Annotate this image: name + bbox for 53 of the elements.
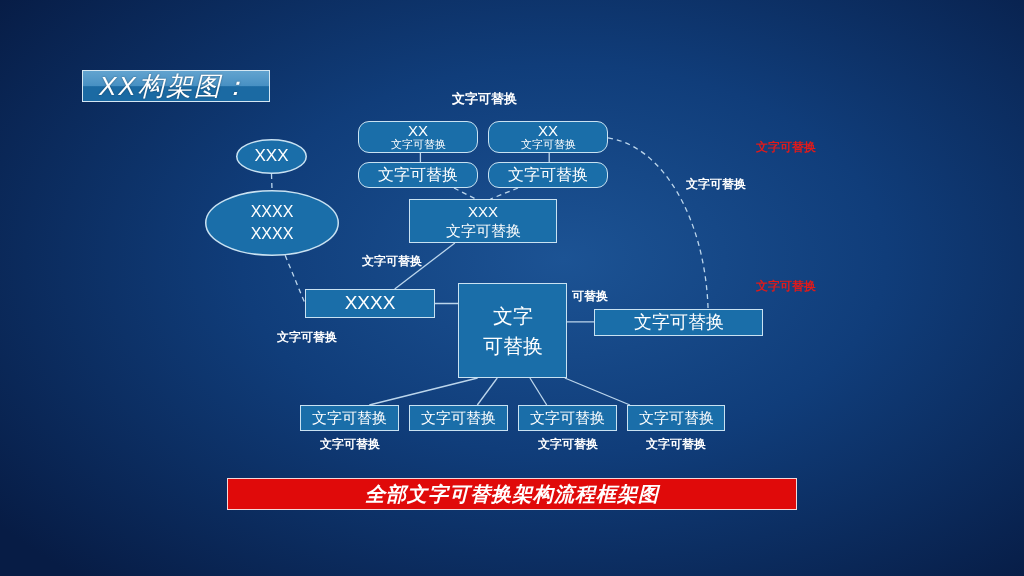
process-box bbox=[518, 405, 617, 431]
note-text: 文字可替换 bbox=[537, 435, 598, 453]
process-box bbox=[458, 283, 567, 378]
rounded-box bbox=[358, 121, 478, 153]
connector-line bbox=[529, 377, 548, 406]
dashed-line bbox=[489, 187, 519, 200]
node-label: XXXX XXXX bbox=[249, 201, 295, 244]
connector-line bbox=[564, 377, 631, 406]
rounded-box bbox=[488, 121, 608, 153]
process-box bbox=[300, 405, 399, 431]
text-label: 文字可替换 bbox=[756, 277, 816, 295]
process-box bbox=[409, 199, 557, 243]
dashed-line bbox=[607, 137, 709, 310]
node-label: 文字可替换 bbox=[633, 311, 724, 334]
note-text: 文字可替换 bbox=[319, 435, 380, 453]
edge-label: 文字可替换 bbox=[362, 252, 422, 270]
node-label: 文字可替换 bbox=[508, 165, 588, 185]
node-label: XXXX bbox=[344, 292, 396, 315]
node-label: 文字可替换 bbox=[481, 303, 544, 359]
connector-line bbox=[394, 242, 456, 290]
edge-label: 文字可替换 bbox=[686, 175, 746, 193]
node-label: 文字可替换 bbox=[530, 409, 605, 427]
connector-line bbox=[368, 377, 479, 406]
edge-label: 可替换 bbox=[572, 287, 608, 305]
node-label: XXX bbox=[254, 146, 289, 167]
node-label: 文字可替换 bbox=[520, 139, 576, 151]
process-box bbox=[627, 405, 725, 431]
node-label: 文字可替换 bbox=[378, 165, 458, 185]
process-box bbox=[594, 309, 763, 336]
text-label: 文字可替换 bbox=[756, 138, 816, 156]
node-label: 文字可替换 bbox=[390, 139, 446, 151]
dashed-line bbox=[453, 187, 477, 200]
dashed-line bbox=[270, 173, 273, 191]
rounded-box bbox=[488, 162, 608, 188]
note-text: 文字可替换 bbox=[646, 435, 706, 453]
node-label: XX bbox=[408, 123, 428, 140]
process-box bbox=[409, 405, 508, 431]
node-label: 文字可替换 bbox=[312, 409, 387, 427]
dashed-line bbox=[284, 254, 306, 305]
node-label: 文字可替换 bbox=[421, 409, 496, 427]
node-label: 文字可替换 bbox=[445, 221, 521, 241]
connector-line bbox=[476, 377, 498, 406]
connector-line bbox=[566, 321, 595, 323]
node-label: XX bbox=[538, 123, 558, 140]
text-label: 文字可替换 bbox=[451, 90, 517, 108]
connector-line bbox=[434, 302, 459, 305]
process-box bbox=[305, 289, 435, 318]
title-banner: XX构架图： bbox=[82, 70, 270, 102]
rounded-box bbox=[358, 162, 478, 188]
text-label: 文字可替换 bbox=[277, 328, 337, 346]
node-label: 文字可替换 bbox=[638, 409, 714, 427]
caption-banner: 全部文字可替换架构流程框架图 bbox=[227, 478, 797, 510]
node-label: XXX bbox=[468, 201, 498, 221]
